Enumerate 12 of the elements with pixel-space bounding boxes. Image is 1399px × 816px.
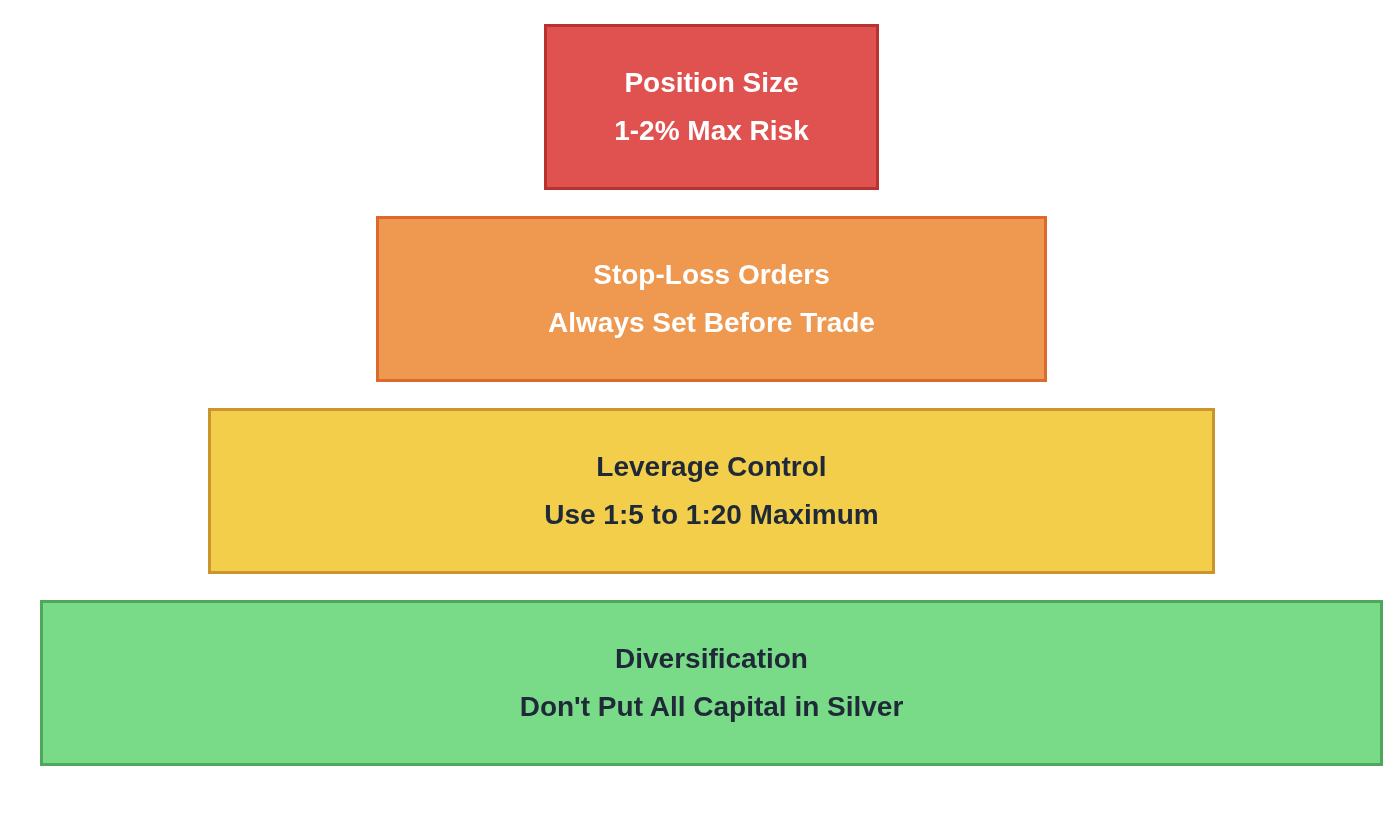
tier-title: Stop-Loss Orders [593, 258, 830, 292]
tier-description: Always Set Before Trade [548, 306, 875, 340]
pyramid-tier-box [544, 24, 879, 190]
tier-description: 1-2% Max Risk [614, 114, 809, 148]
tier-description: Use 1:5 to 1:20 Maximum [544, 498, 879, 532]
pyramid-tier-box [208, 408, 1215, 574]
tier-description: Don't Put All Capital in Silver [519, 690, 904, 724]
tier-title: Position Size [624, 66, 799, 100]
pyramid-tier-box [40, 600, 1383, 766]
tier-title: Diversification [615, 642, 808, 676]
pyramid-tier-box [376, 216, 1047, 382]
tier-title: Leverage Control [596, 450, 827, 484]
